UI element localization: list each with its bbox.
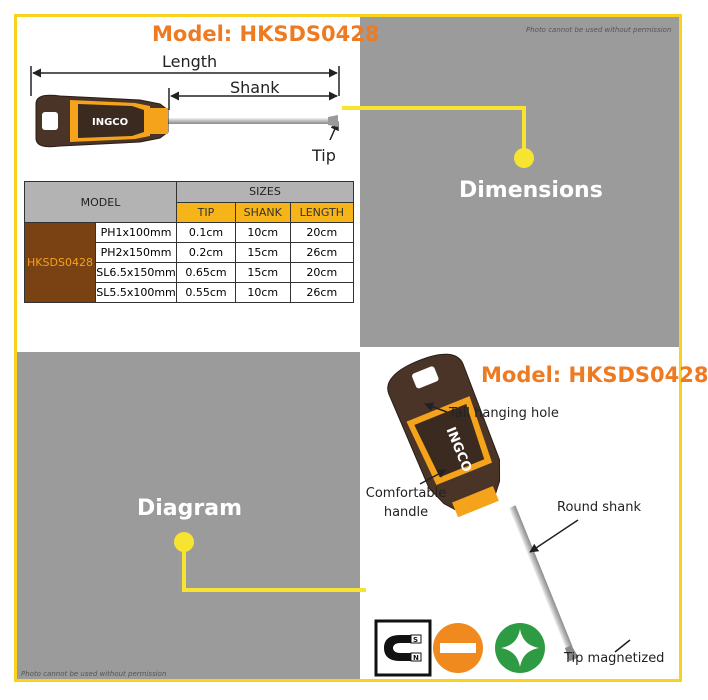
table-header-row: MODEL SIZES: [24, 181, 354, 223]
col-shank-header: SHANK: [234, 201, 291, 223]
length-cell: 20cm: [289, 222, 355, 243]
row-model-cell: SL6.5x150mm: [95, 262, 177, 283]
length-label: Length: [162, 52, 218, 71]
table-row: SL5.5x100mm 0.55cm 10cm 26cm: [25, 282, 355, 303]
magnet-n-label: N: [413, 654, 419, 662]
length-arrow: [30, 66, 340, 96]
diagram-label: Diagram: [137, 496, 243, 521]
shank-arrow: [168, 88, 338, 110]
phillips-tip-icon: [495, 623, 545, 673]
table-row: PH2x150mm 0.2cm 15cm 26cm: [25, 242, 355, 263]
row-model-cell: SL5.5x100mm: [95, 282, 177, 303]
handle-callout-line1: Comfortable: [365, 486, 447, 501]
col-length-header: LENGTH: [289, 201, 355, 223]
diagram-connector: [174, 532, 366, 592]
shank-cell: 10cm: [234, 282, 291, 303]
model-title-top: Model: HKSDS0428: [152, 22, 380, 46]
outer-frame: [14, 14, 682, 682]
sizes-table: MODEL SIZES TIP SHANK LENGTH HKSDS0428 P…: [24, 181, 355, 303]
magnet-s-label: S: [413, 636, 418, 644]
brand-logo-top: INGCO: [92, 117, 128, 128]
shank-cell: 15cm: [234, 242, 291, 263]
screwdriver-horizontal: INGCO: [35, 94, 338, 148]
tip-label: Tip: [312, 146, 336, 165]
tip-cell: 0.55cm: [176, 282, 236, 303]
sizes-header: SIZES: [176, 181, 354, 203]
tip-leader: [614, 639, 631, 653]
model-header: MODEL: [24, 181, 177, 223]
length-cell: 26cm: [289, 242, 355, 263]
length-cell: 26cm: [289, 282, 355, 303]
handle-leader: [419, 469, 447, 485]
handle-callout-line2: handle: [383, 505, 429, 520]
model-name-cell: HKSDS0428: [24, 222, 96, 303]
shank-label: Shank: [230, 78, 280, 97]
dimensions-connector: [342, 106, 534, 168]
shank-leader: [529, 519, 579, 553]
shank-cell: 10cm: [234, 222, 291, 243]
slotted-tip-icon: [433, 623, 483, 673]
dimensions-label: Dimensions: [459, 178, 603, 203]
length-cell: 20cm: [289, 262, 355, 283]
col-tip-header: TIP: [176, 201, 236, 223]
row-model-cell: PH1x100mm: [95, 222, 177, 243]
shank-cell: 15cm: [234, 262, 291, 283]
tail-hole-leader: [424, 402, 448, 413]
tip-cell: 0.2cm: [176, 242, 236, 263]
model-title-bottom: Model: HKSDS0428: [481, 363, 708, 387]
dimensions-panel: [360, 17, 679, 347]
handle-callout: Comfortable handle: [358, 484, 454, 522]
table-subheader-row: TIP SHANK LENGTH: [25, 201, 355, 223]
row-model-cell: PH2x150mm: [95, 242, 177, 263]
screwdriver-diagonal: INGCO: [387, 353, 579, 662]
magnet-icon: S N: [374, 619, 432, 677]
tail-hole-callout: Tail hanging hole: [449, 406, 559, 421]
table-row: HKSDS0428 PH1x100mm 0.1cm 10cm 20cm: [24, 222, 355, 303]
diagram-panel: [17, 352, 360, 679]
shank-callout: Round shank: [557, 500, 642, 515]
watermark-bottom: Photo cannot be used without permission: [21, 670, 167, 678]
watermark-top: Photo cannot be used without permission: [526, 26, 672, 34]
tip-cell: 0.65cm: [176, 262, 236, 283]
tip-callout: Tip magnetized: [564, 651, 665, 666]
tip-cell: 0.1cm: [176, 222, 236, 243]
